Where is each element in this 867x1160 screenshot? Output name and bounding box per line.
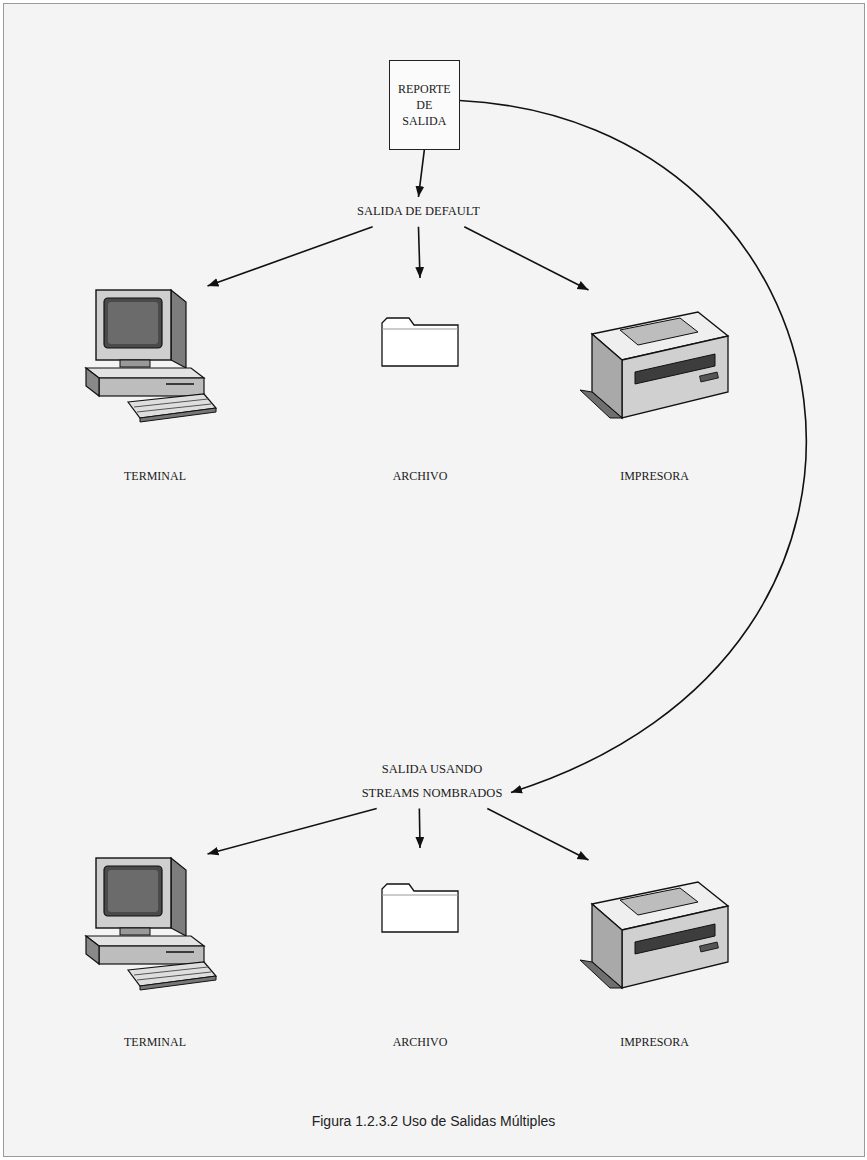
- node-label: REPORTE DE SALIDA: [398, 81, 451, 130]
- printer-icon: [580, 312, 728, 418]
- terminal-icon: [86, 290, 216, 422]
- device-node: ARCHIVO: [365, 848, 475, 1052]
- node-label: ARCHIVO: [393, 1035, 448, 1050]
- flow-arrow: [419, 809, 421, 849]
- flow-arrow: [464, 227, 588, 290]
- flow-arrow: [418, 227, 420, 278]
- device-node: IMPRESORA: [572, 290, 737, 486]
- node-label: TERMINAL: [124, 469, 186, 484]
- document-box: REPORTE DE SALIDA: [389, 60, 460, 150]
- output-label: SALIDA USANDO STREAMS NOMBRADOS: [353, 755, 511, 809]
- node-label: SALIDA USANDO STREAMS NOMBRADOS: [357, 758, 507, 806]
- figure-caption: Figura 1.2.3.2 Uso de Salidas Múltiples: [312, 1113, 556, 1129]
- device-node: TERMINAL: [80, 286, 230, 486]
- flow-arrow: [208, 809, 377, 855]
- output-label: SALIDA DE DEFAULT: [353, 197, 484, 227]
- flow-arrow: [460, 101, 807, 793]
- figure-frame: [3, 3, 865, 1157]
- flow-arrow: [208, 227, 373, 286]
- node-label: ARCHIVO: [393, 469, 448, 484]
- node-label: IMPRESORA: [620, 469, 689, 484]
- printer-icon: [580, 882, 728, 988]
- device-node: ARCHIVO: [365, 278, 475, 486]
- node-label: TERMINAL: [124, 1035, 186, 1050]
- flow-arrow: [418, 150, 424, 197]
- folder-icon: [382, 318, 458, 366]
- figure-caption-box: Figura 1.2.3.2 Uso de Salidas Múltiples: [0, 1113, 867, 1129]
- flow-arrow: [487, 809, 588, 861]
- device-node: TERMINAL: [80, 854, 230, 1052]
- node-label: IMPRESORA: [620, 1035, 689, 1050]
- folder-icon: [382, 884, 458, 932]
- node-label: SALIDA DE DEFAULT: [357, 200, 480, 224]
- device-node: IMPRESORA: [572, 860, 737, 1052]
- terminal-icon: [86, 858, 216, 990]
